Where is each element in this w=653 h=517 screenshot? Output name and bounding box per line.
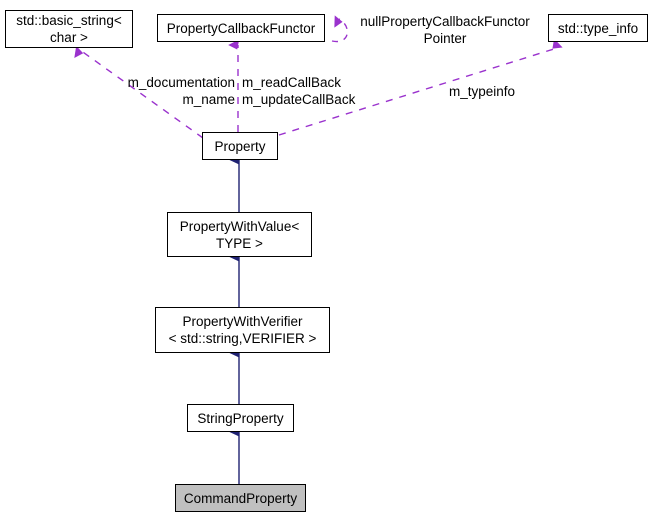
class-node-commandproperty[interactable]: CommandProperty: [175, 484, 306, 512]
class-node-propertywithvalue[interactable]: PropertyWithValue< TYPE >: [167, 212, 312, 257]
edge-label-callbacks: m_readCallBack m_updateCallBack: [242, 75, 356, 107]
class-node-label: PropertyWithVerifier < std::string,VERIF…: [168, 314, 317, 346]
class-node-label: PropertyCallbackFunctor: [166, 20, 316, 36]
class-node-label: Property: [214, 138, 266, 154]
class-node-label: std::type_info: [557, 20, 639, 36]
class-node-propertycallbackfunctor[interactable]: PropertyCallbackFunctor: [157, 14, 325, 42]
association-edge-self-nullpointer: [331, 15, 348, 43]
class-node-label: StringProperty: [197, 410, 284, 426]
class-node-label: CommandProperty: [183, 490, 298, 506]
class-node-stringproperty[interactable]: StringProperty: [187, 404, 294, 432]
class-node-property[interactable]: Property: [202, 132, 278, 160]
edge-label-null-callback-pointer: nullPropertyCallbackFunctor Pointer: [360, 14, 530, 46]
edge-label-typeinfo: m_typeinfo: [448, 84, 516, 99]
class-node-propertywithverifier[interactable]: PropertyWithVerifier < std::string,VERIF…: [155, 307, 330, 353]
class-node-std-basic-string[interactable]: std::basic_string< char >: [5, 10, 133, 48]
class-node-label: std::basic_string< char >: [16, 13, 122, 45]
class-node-label: PropertyWithValue< TYPE >: [179, 218, 300, 251]
class-node-std-type-info[interactable]: std::type_info: [548, 14, 648, 42]
edge-label-documentation-name: m_documentation m_name: [127, 75, 235, 107]
